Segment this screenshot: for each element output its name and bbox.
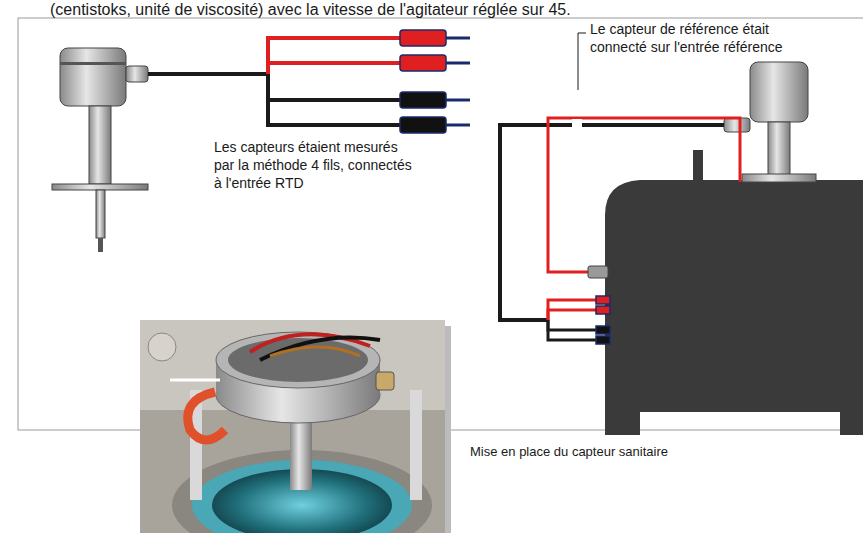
reference-note: Le capteur de référence était connecté s… bbox=[590, 20, 825, 56]
reference-plug bbox=[588, 266, 608, 278]
photo bbox=[140, 320, 451, 533]
photo-caption: Mise en place du capteur sanitaire bbox=[470, 444, 730, 461]
intro-text: (centistoks, unité de viscosité) avec la… bbox=[50, 0, 810, 21]
banana-plugs bbox=[400, 30, 470, 133]
cable-gap bbox=[572, 119, 582, 131]
calibrator bbox=[605, 180, 863, 435]
reference-sensor bbox=[724, 62, 816, 182]
four-wire-leads bbox=[148, 38, 400, 125]
reference-wiring bbox=[500, 118, 740, 340]
antenna bbox=[693, 150, 703, 200]
sanitary-sensor bbox=[52, 48, 148, 252]
wiring-note: Les capteurs étaient mesurés par la méth… bbox=[214, 138, 414, 193]
rtd-plugs bbox=[596, 296, 610, 344]
leader-line bbox=[578, 33, 586, 90]
